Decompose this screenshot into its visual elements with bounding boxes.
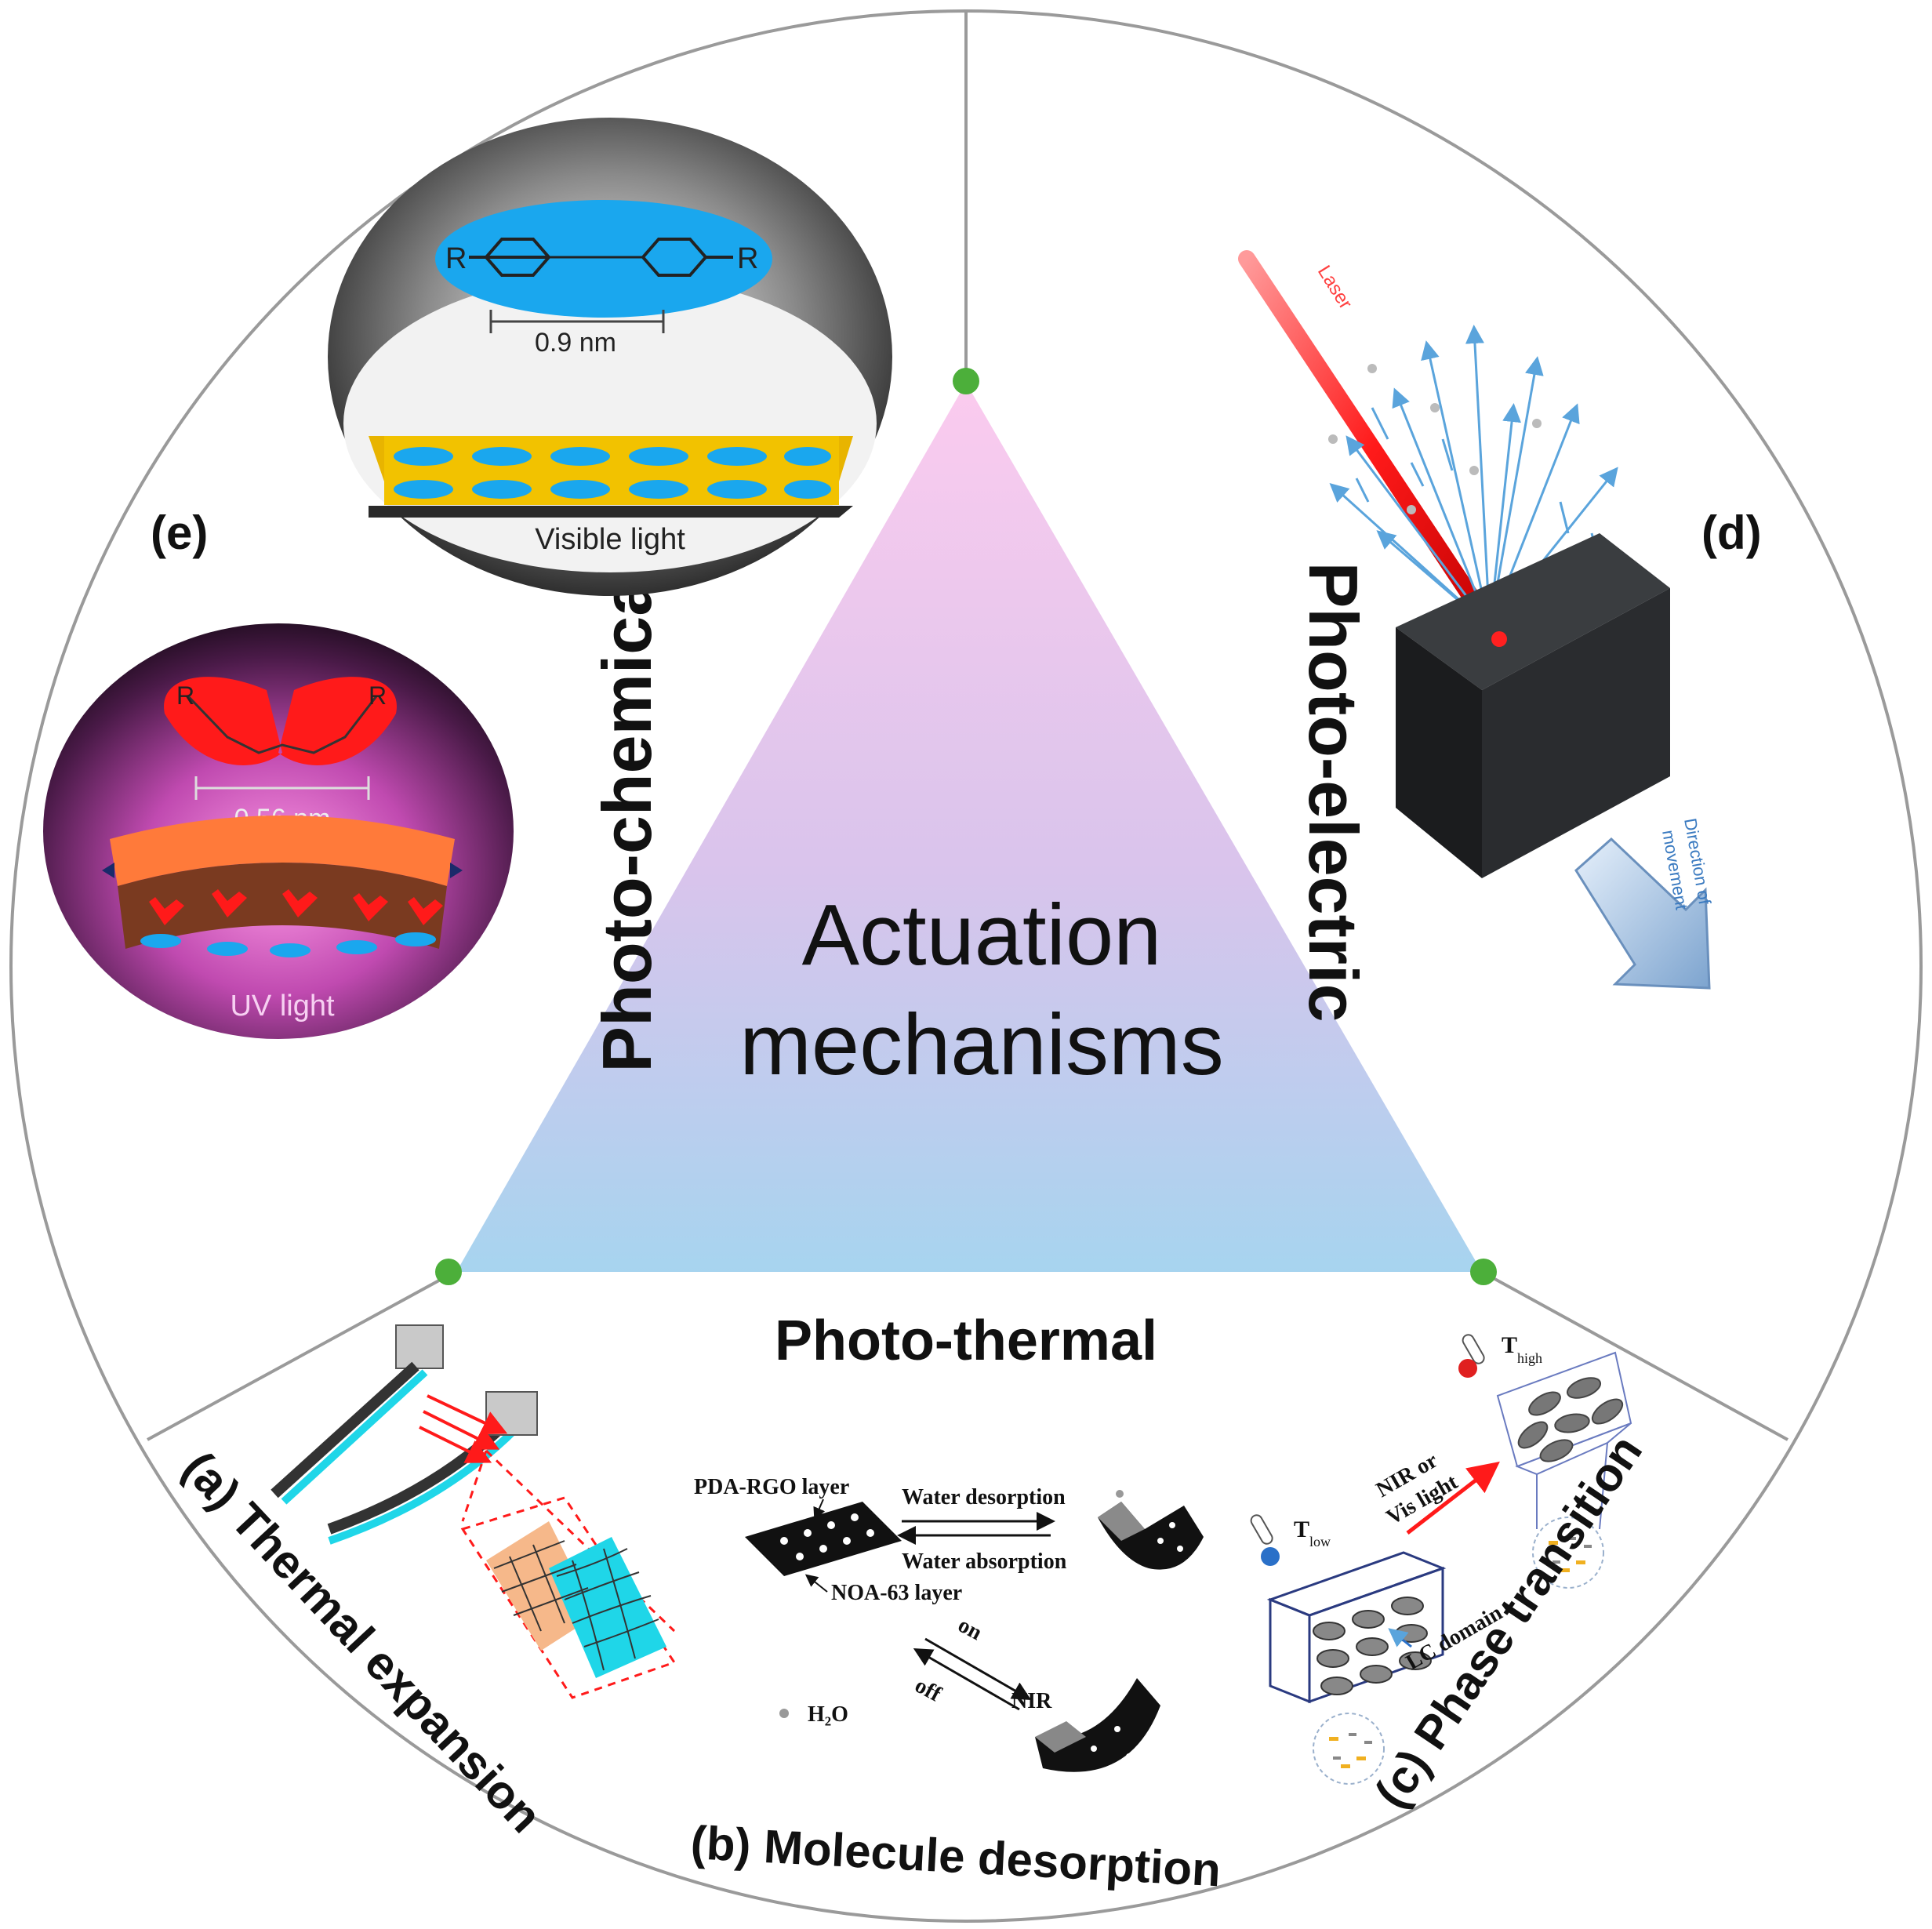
photoelectric-illustration: Laser Direction of movement — [1238, 250, 1715, 990]
divider-right — [1481, 1270, 1789, 1441]
water-desorption-label: Water desorption — [902, 1485, 1066, 1509]
h2o-label: H₂O — [808, 1702, 848, 1727]
cube-front — [1396, 627, 1482, 878]
svg-text:T: T — [1294, 1517, 1309, 1542]
node-top — [953, 368, 979, 394]
center-title-line1: Actuation — [802, 887, 1162, 983]
nir-label: NIR — [1011, 1689, 1052, 1713]
svg-text:T: T — [1502, 1332, 1517, 1358]
t-low-subscript: low — [1309, 1534, 1331, 1549]
molecule-desorption-illustration: PDA-RGO layer NOA-63 layer Water desorpt… — [694, 1475, 1204, 1772]
pda-rgo-layer-label: PDA-RGO layer — [694, 1475, 849, 1499]
t-high-subscript: high — [1517, 1350, 1542, 1366]
thermal-expansion-illustration — [271, 1324, 677, 1699]
node-right — [1470, 1259, 1497, 1285]
noa-63-layer-label: NOA-63 layer — [831, 1581, 962, 1605]
cube-top — [1396, 533, 1670, 690]
direction-arrow — [1574, 837, 1711, 990]
uv-light-illustration: R R 0.56 nm UV light — [43, 623, 514, 1039]
distance-0-9nm: 0.9 nm — [535, 328, 616, 358]
label-photoelectric: Photo-electric — [1295, 562, 1372, 1023]
svg-text:R: R — [737, 242, 758, 275]
visible-light-illustration: R R 0.9 nm Visible light — [328, 118, 892, 596]
laser-beam — [1238, 250, 1508, 648]
divider-left — [147, 1270, 456, 1441]
center-title-line2: mechanisms — [739, 997, 1223, 1093]
label-photothermal: Photo-thermal — [775, 1310, 1157, 1372]
svg-text:R: R — [445, 242, 467, 275]
cube-side — [1482, 588, 1670, 878]
thermometer-high-icon — [1458, 1334, 1485, 1378]
label-photochemical: Photo-chemical — [588, 558, 666, 1072]
node-left — [435, 1259, 462, 1285]
water-absorption-label: Water absorption — [902, 1549, 1067, 1574]
label-e: (e) — [151, 507, 208, 559]
uv-light-label: UV light — [230, 990, 334, 1023]
mechanism-triangle — [456, 383, 1482, 1272]
azo-cis-molecule — [164, 677, 397, 765]
label-d: (d) — [1701, 507, 1762, 559]
thermometer-low-icon — [1250, 1514, 1280, 1566]
svg-text:R: R — [369, 681, 387, 710]
visible-light-label: Visible light — [535, 523, 685, 556]
svg-text:R: R — [176, 681, 194, 710]
nir-vis-arrow — [1406, 1461, 1500, 1535]
azo-trans-molecule — [435, 200, 772, 318]
